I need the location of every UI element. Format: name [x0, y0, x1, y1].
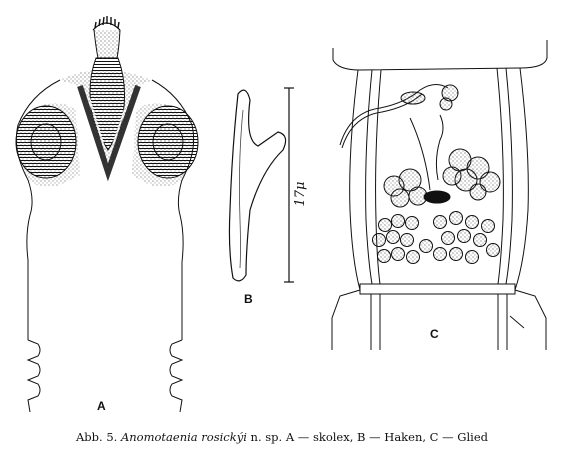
figure-caption: Abb. 5. Anomotaenia rosickýi n. sp. A — …: [0, 430, 564, 444]
hook-drawing: [228, 89, 287, 282]
scolex-drawing: [15, 16, 199, 413]
rostellum-hooks: [92, 16, 121, 31]
ovary: [383, 148, 501, 208]
scale-bar: [284, 87, 294, 283]
left-sucker: [15, 105, 77, 179]
label-c: C: [430, 327, 439, 341]
strobila-segments: [26, 339, 184, 413]
scale-bar-label: 17μ: [293, 182, 308, 207]
right-sucker: [137, 105, 199, 179]
genital-organs: [339, 84, 501, 208]
proglottid-drawing: [331, 40, 548, 350]
caption-prefix: Abb. 5.: [75, 430, 118, 444]
caption-species: Anomotaenia rosickýi: [120, 430, 247, 444]
caption-suffix: n. sp. A — skolex, B — Haken, C — Glied: [250, 430, 488, 444]
label-b: B: [244, 292, 253, 306]
rostellum-neck: [93, 29, 121, 59]
label-a: A: [97, 399, 106, 413]
testes: [372, 211, 500, 264]
